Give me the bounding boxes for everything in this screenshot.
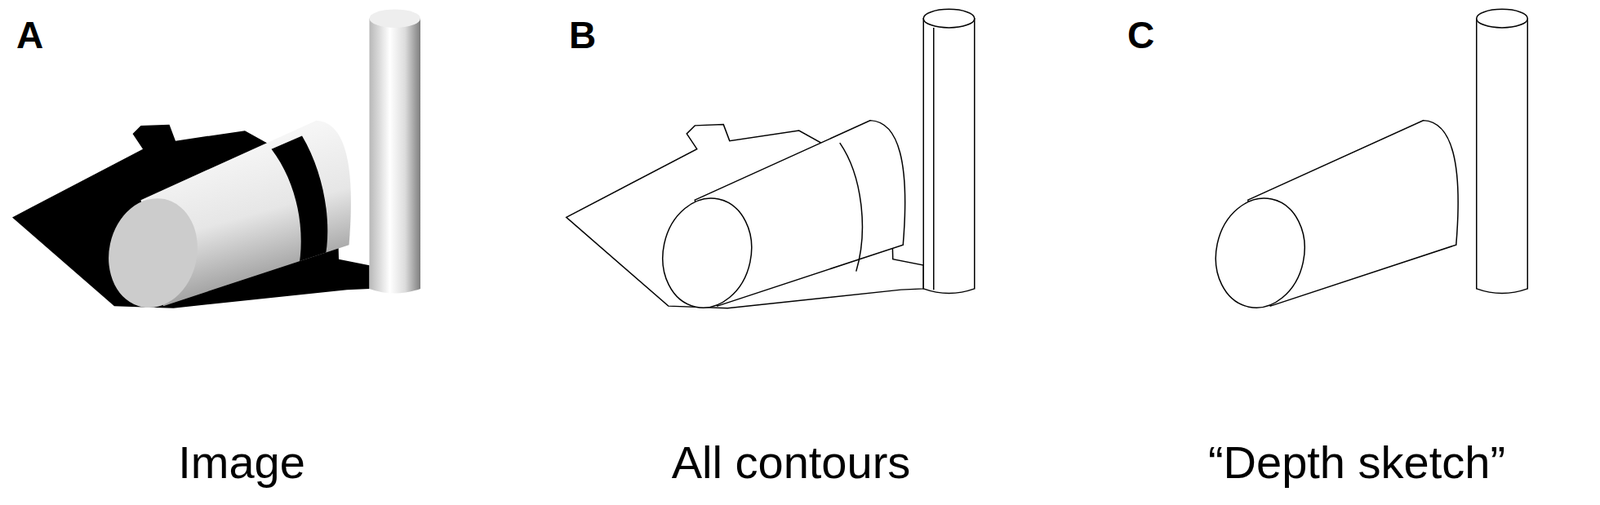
- panel-letter: C: [1127, 14, 1155, 57]
- contour-drawing: [566, 8, 975, 316]
- panel-letter: B: [568, 14, 596, 57]
- depth-sketch-drawing: [1205, 8, 1528, 316]
- panel-letter: A: [16, 14, 44, 57]
- panel-caption: All contours: [671, 437, 912, 489]
- shaded-render: [12, 8, 421, 316]
- panel-caption: Image: [177, 437, 306, 489]
- panel-caption: “Depth sketch”: [1208, 437, 1506, 489]
